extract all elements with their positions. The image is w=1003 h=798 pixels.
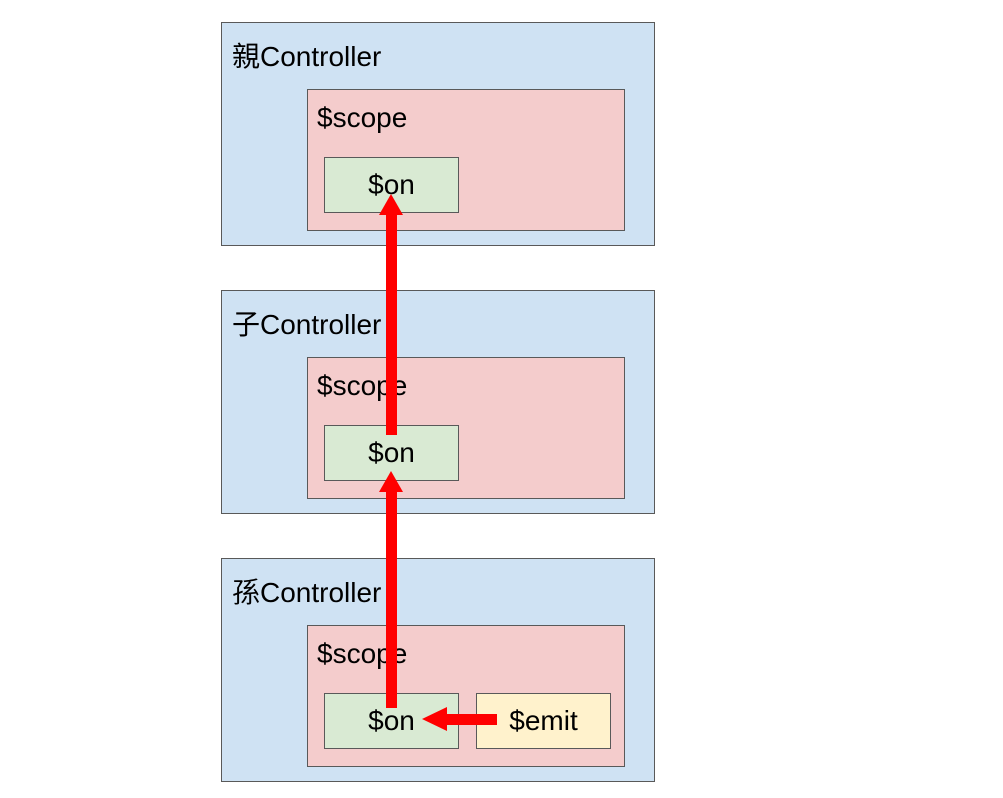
parent-controller-label: 親Controller [232,41,382,72]
grandchild-controller-label: 孫Controller [232,577,382,608]
child-controller-label: 子Controller [232,309,382,340]
parent-scope-label: $scope [317,102,408,133]
grandchild-to-child-arrow [379,471,403,708]
child-to-parent-arrow [379,194,403,435]
emit-to-on-arrow [422,707,497,731]
grandchild-controller: 孫Controller $scope $on $emit [221,558,655,782]
parent-controller: 親Controller $scope $on [221,22,655,246]
parent-scope: $scope $on [307,89,625,231]
